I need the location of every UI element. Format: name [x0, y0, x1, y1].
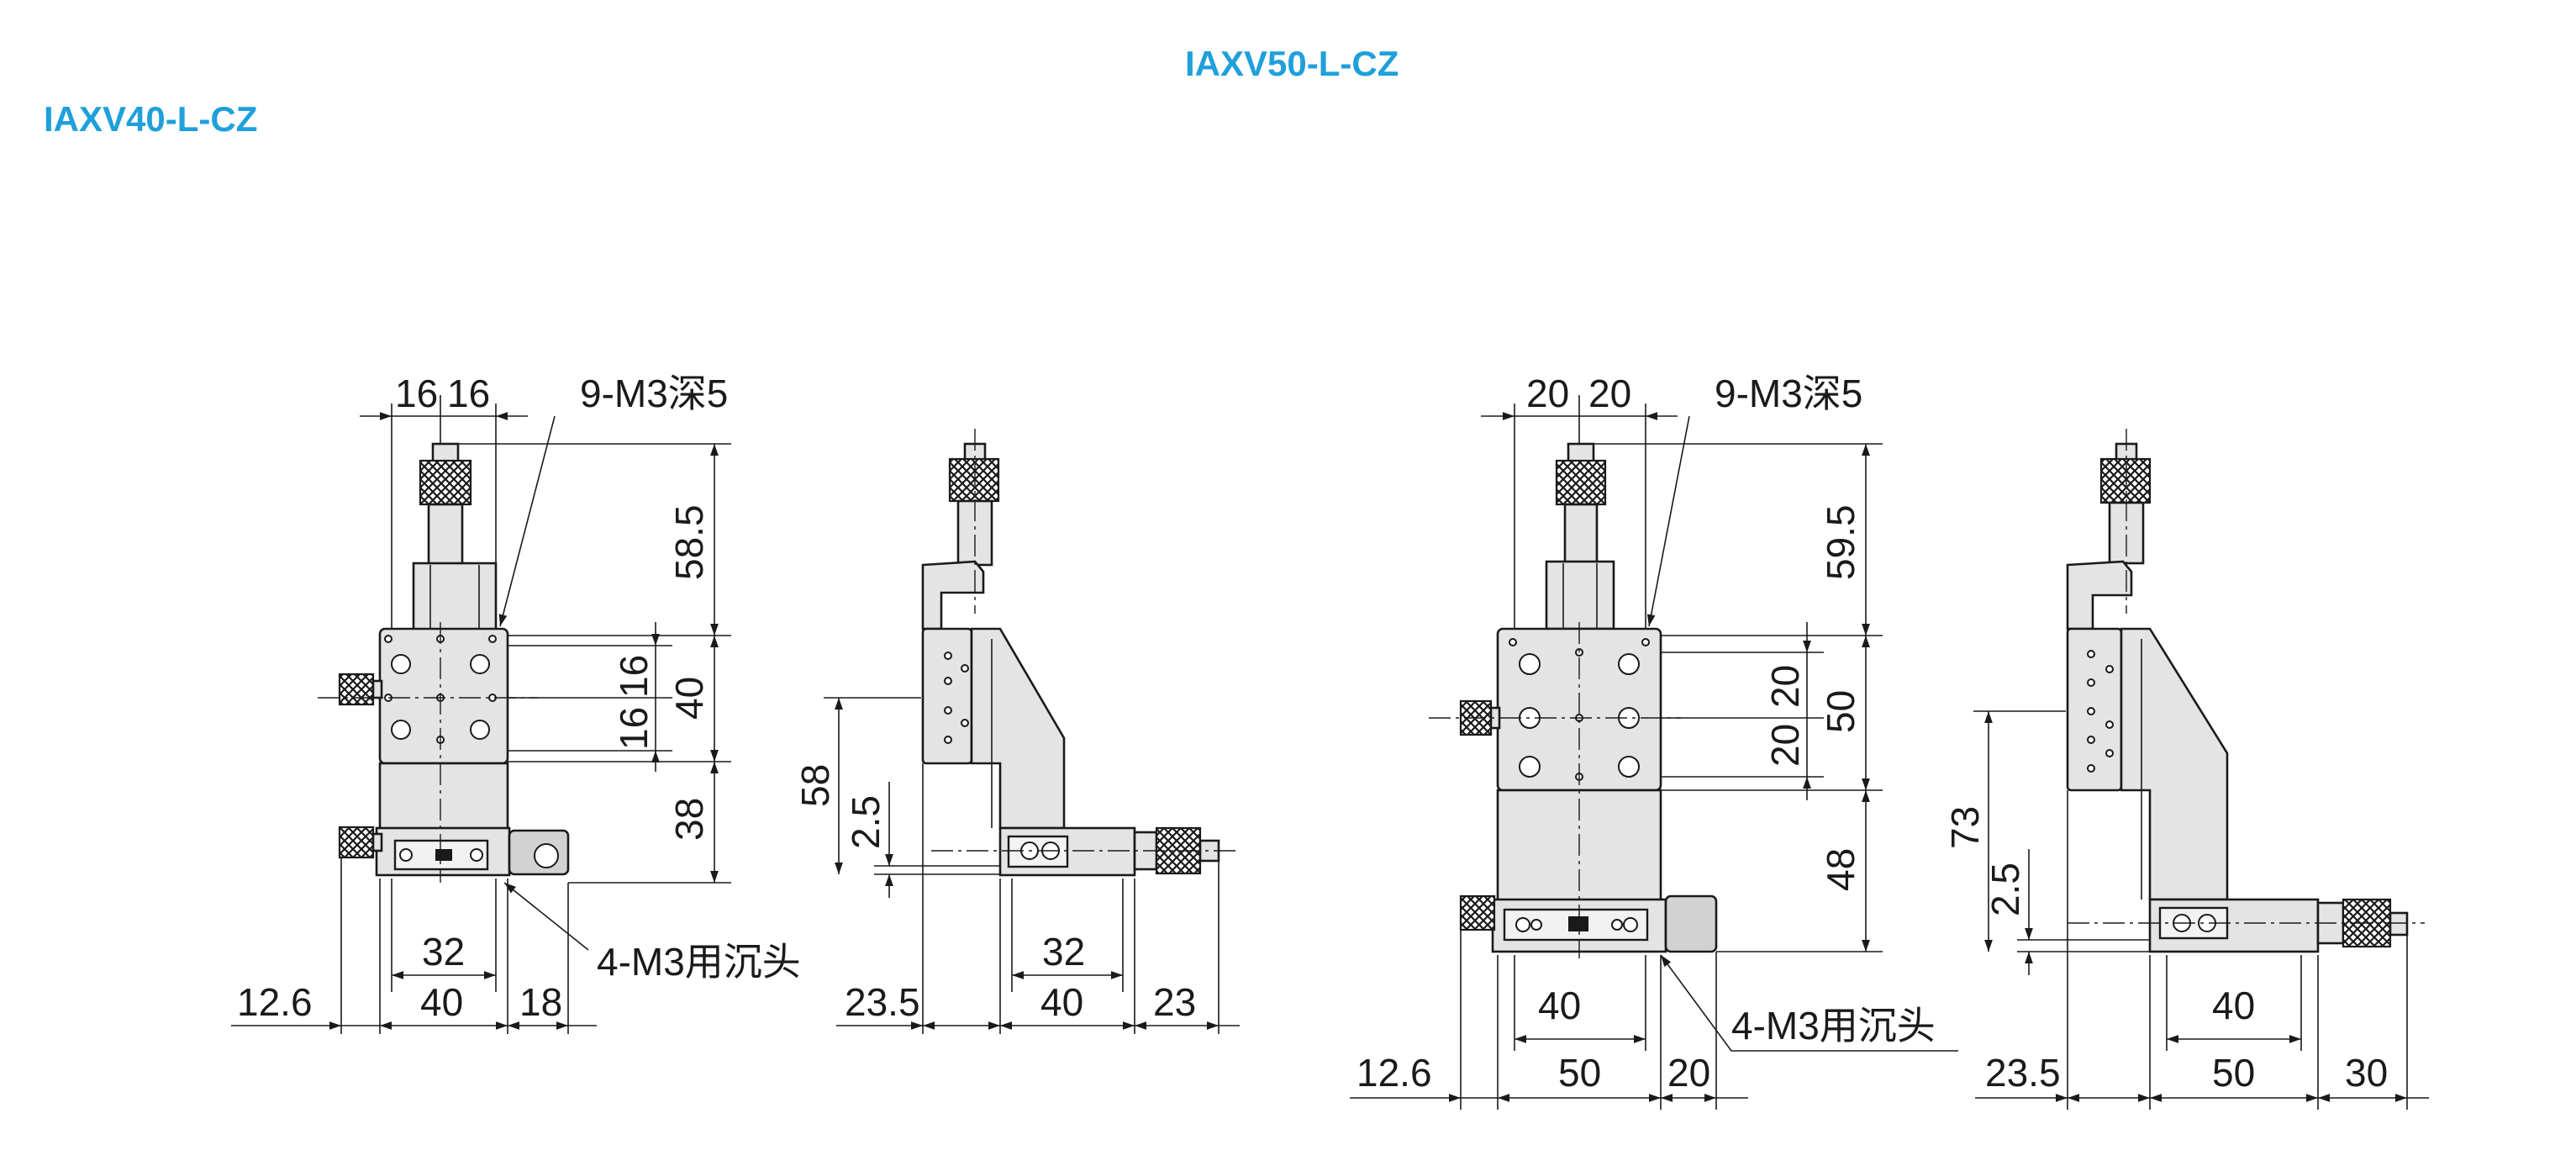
iaxv50-side-dim-height: 73 — [1943, 806, 1987, 849]
iaxv50-side-dim-right-offset: 30 — [2345, 1051, 2388, 1095]
iaxv40-tap-note: 9-M3深5 — [580, 372, 728, 415]
iaxv40-dim-hole-pitch-a: 16 — [612, 655, 656, 698]
iaxv50-dim-table-height: 50 — [1819, 690, 1862, 733]
iaxv50-tap-note: 9-M3深5 — [1715, 372, 1862, 415]
iaxv50-dim-hole-pitch-a: 20 — [1763, 665, 1807, 708]
iaxv50-front-view: 20 20 9-M3深5 59.5 20 20 50 48 40 4-M3用沉头… — [1350, 372, 1958, 1110]
iaxv40-dim-right-offset: 18 — [519, 980, 562, 1024]
micrometer-mount — [412, 562, 498, 632]
micrometer-cap — [431, 442, 460, 464]
iaxv50-dim-knob-offset: 12.6 — [1356, 1051, 1432, 1095]
iaxv40-front-view: 16 16 9-M3深5 58.5 16 16 40 38 32 4-M3用沉头… — [231, 372, 801, 1034]
iaxv40-dim-base-width: 40 — [420, 980, 463, 1024]
iaxv50-dim-base-hole-pitch: 40 — [1538, 984, 1581, 1027]
iaxv40-side-dim-base-width: 40 — [1040, 980, 1083, 1024]
iaxv40-side-dim-left-offset: 23.5 — [845, 980, 920, 1024]
iaxv50-dim-hole-pitch-b: 20 — [1763, 724, 1807, 767]
iaxv40-side-dim-hole-pitch: 32 — [1042, 930, 1085, 973]
side-knob-lower — [1459, 894, 1496, 931]
iaxv40-side-dim-height: 58 — [793, 764, 837, 807]
model-title-iaxv40: IAXV40-L-CZ — [44, 99, 258, 139]
side-knob-lower — [338, 826, 375, 859]
angle-bracket — [2120, 627, 2229, 901]
iaxv50-side-dim-gap: 2.5 — [1983, 863, 2027, 916]
model-title-iaxv50: IAXV50-L-CZ — [1185, 44, 1399, 83]
micrometer-thimble — [419, 459, 472, 506]
iaxv50-dim-base-height: 48 — [1819, 848, 1862, 891]
iaxv40-side-view: 58 2.5 23.5 32 40 23 — [793, 429, 1240, 1034]
iaxv40-dim-base-hole-pitch: 32 — [422, 930, 465, 973]
iaxv40-dim-micrometer-height: 58.5 — [667, 504, 711, 580]
base-lock — [1664, 894, 1718, 953]
table-holes — [1509, 638, 1650, 781]
iaxv50-dim-right-offset: 20 — [1667, 1051, 1710, 1095]
iaxv40-dim-knob-offset: 12.6 — [237, 980, 313, 1024]
iaxv40-counterbore-note: 4-M3用沉头 — [597, 940, 801, 984]
iaxv50-dim-top-b: 20 — [1588, 372, 1631, 415]
side-knob-upper — [338, 673, 375, 706]
iaxv50-side-view: 73 2.5 23.5 40 50 30 — [1943, 429, 2429, 1110]
iaxv50-dim-top-a: 20 — [1526, 372, 1569, 415]
iaxv40-dim-base-height: 38 — [667, 798, 711, 841]
iaxv50-side-dim-hole-pitch: 40 — [2212, 984, 2255, 1027]
micrometer-sleeve — [427, 503, 464, 567]
angle-bracket — [970, 627, 1066, 830]
iaxv50-counterbore-note: 4-M3用沉头 — [1731, 1004, 1936, 1047]
iaxv40-side-dim-right-offset: 23 — [1153, 980, 1196, 1024]
micrometer-thimble — [2099, 457, 2152, 504]
iaxv40-dim-top-b: 16 — [447, 372, 490, 415]
iaxv40-dim-top-a: 16 — [395, 372, 438, 415]
micrometer-mount — [1545, 560, 1615, 630]
iaxv50-dim-micrometer-height: 59.5 — [1819, 504, 1862, 580]
iaxv40-dim-hole-pitch-b: 16 — [612, 707, 656, 750]
micrometer-thimble — [1555, 459, 1607, 506]
iaxv50-dim-base-width: 50 — [1558, 1051, 1601, 1095]
iaxv50-side-dim-left-offset: 23.5 — [1985, 1051, 2061, 1095]
iaxv50-side-dim-base-width: 50 — [2212, 1051, 2255, 1095]
iaxv40-dim-table-height: 40 — [667, 677, 711, 720]
table-holes — [384, 635, 497, 744]
iaxv40-side-dim-gap: 2.5 — [844, 795, 888, 849]
micrometer-thimble — [948, 457, 1000, 503]
slide-body — [378, 762, 509, 832]
